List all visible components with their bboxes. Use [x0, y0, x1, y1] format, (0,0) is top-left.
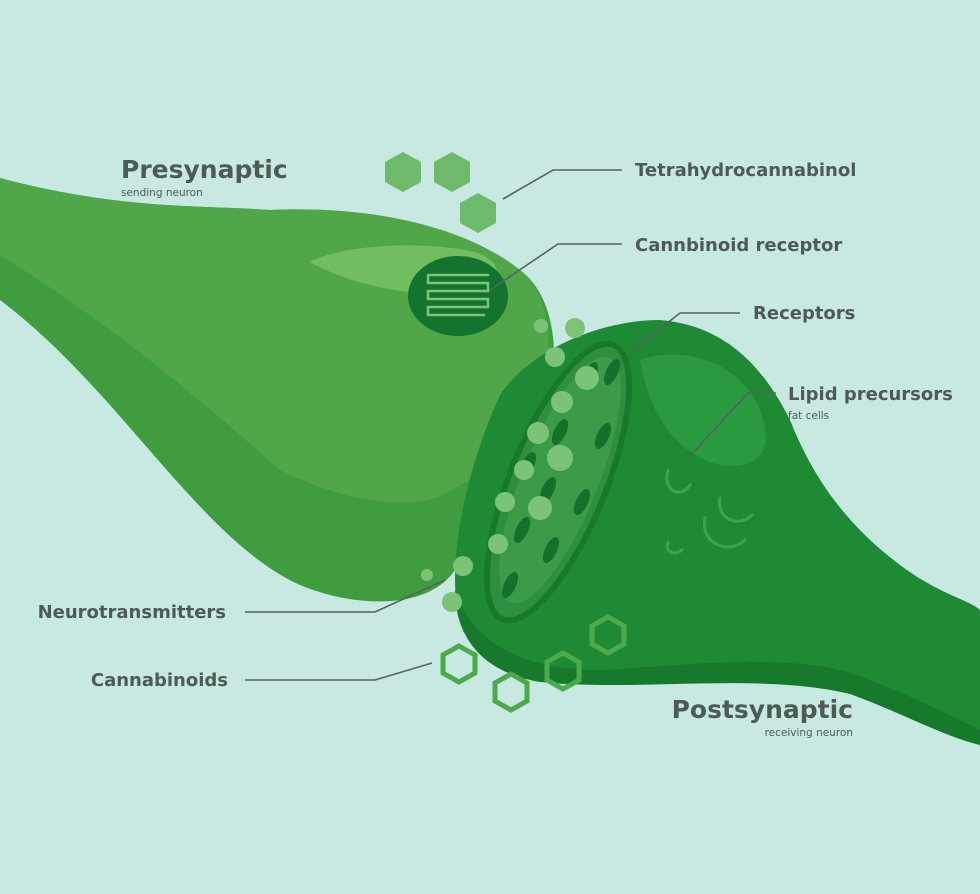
cannabinoid-receptor-organelle — [408, 256, 508, 336]
neurotransmitter-vesicles — [421, 318, 599, 612]
thc-label: Tetrahydrocannabinol — [635, 160, 856, 181]
thc-leader-line — [502, 169, 622, 200]
postsynaptic-subtitle: receiving neuron — [765, 727, 853, 739]
cannabinoids-label: Cannabinoids — [91, 670, 228, 691]
lipid-precursors-subtitle: fat cells — [788, 410, 829, 422]
lipid-precursors-leader-line — [687, 392, 776, 459]
lipid-precursor-curves — [665, 468, 754, 555]
neurotransmitters-label: Neurotransmitters — [38, 602, 226, 623]
thc-molecules — [385, 152, 496, 233]
lipid-precursors-label: Lipid precursors — [788, 384, 953, 405]
receptor-folds — [426, 273, 490, 317]
postsynaptic-neuron — [455, 320, 980, 745]
cannabinoid-receptor-leader-line — [489, 243, 622, 291]
cannabinoid-molecules — [440, 614, 627, 713]
cannabinoid-receptor-label: Cannbinoid receptor — [635, 235, 842, 256]
presynaptic-subtitle: sending neuron — [121, 187, 203, 199]
postsynaptic-lower-shade — [455, 590, 980, 745]
lipid-organelle — [640, 354, 766, 466]
synaptic-cleft-inner — [499, 356, 621, 604]
neurotransmitters-leader-line — [245, 579, 446, 613]
presynaptic-title: Presynaptic — [121, 155, 288, 184]
cannabinoids-leader-line — [245, 662, 433, 681]
presynaptic-neuron — [0, 178, 555, 602]
receptors-label: Receptors — [753, 303, 855, 324]
postsynaptic-title: Postsynaptic — [672, 695, 853, 724]
receptors-leader-line — [632, 312, 740, 351]
